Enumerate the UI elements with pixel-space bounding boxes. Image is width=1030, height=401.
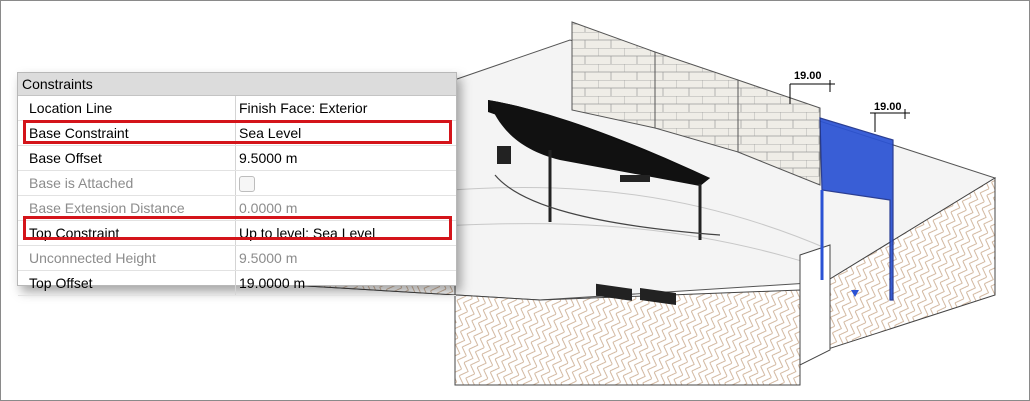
properties-panel: Constraints Location Line Finish Face: E…: [17, 72, 457, 296]
bench-4: [620, 175, 650, 182]
row-base-extension-distance: Base Extension Distance 0.0000 m: [18, 196, 456, 221]
base-constraint-label: Base Constraint: [18, 121, 236, 145]
top-constraint-value[interactable]: Up to level: Sea Level: [239, 225, 376, 241]
row-top-offset: Top Offset 19.0000 m: [18, 271, 456, 296]
base-is-attached-label: Base is Attached: [18, 171, 236, 195]
dimension-label-2: 19.00: [874, 101, 902, 113]
base-offset-value[interactable]: 9.5000 m: [239, 150, 298, 166]
base-extension-distance-label: Base Extension Distance: [18, 196, 236, 220]
top-offset-label: Top Offset: [18, 271, 236, 295]
row-top-constraint: Top Constraint Up to level: Sea Level: [18, 221, 456, 246]
row-base-constraint: Base Constraint Sea Level: [18, 121, 456, 146]
base-extension-distance-value[interactable]: 0.0000 m: [239, 200, 298, 216]
base-constraint-value[interactable]: Sea Level: [239, 125, 302, 141]
top-offset-value[interactable]: 19.0000 m: [239, 275, 306, 291]
row-location-line: Location Line Finish Face: Exterior: [18, 96, 456, 121]
row-unconnected-height: Unconnected Height 9.5000 m: [18, 246, 456, 271]
retaining-cut: [799, 244, 831, 366]
unconnected-height-label: Unconnected Height: [18, 246, 236, 270]
base-offset-label: Base Offset: [18, 146, 236, 170]
location-line-label: Location Line: [18, 96, 236, 120]
bench-1: [596, 283, 632, 301]
bench-3: [497, 146, 511, 164]
base-is-attached-checkbox[interactable]: [239, 176, 255, 192]
constraints-header[interactable]: Constraints: [18, 73, 456, 96]
row-base-is-attached: Base is Attached: [18, 171, 456, 196]
dimension-label-1: 19.00: [794, 70, 822, 82]
row-base-offset: Base Offset 9.5000 m: [18, 146, 456, 171]
terrain-front-face: [289, 284, 801, 386]
stone-wall-panel-3: [737, 79, 821, 186]
bench-2: [640, 287, 676, 306]
location-line-value[interactable]: Finish Face: Exterior: [239, 100, 368, 116]
stone-wall-panel-1: [571, 21, 656, 129]
unconnected-height-value[interactable]: 9.5000 m: [239, 250, 298, 266]
level-marker: [851, 290, 859, 297]
top-constraint-label: Top Constraint: [18, 221, 236, 245]
